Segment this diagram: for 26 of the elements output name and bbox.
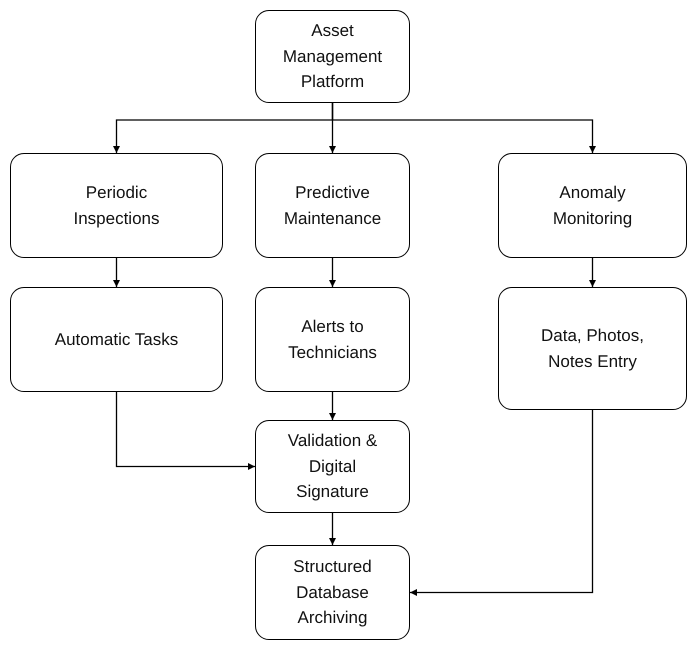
process-box	[255, 287, 410, 392]
process-box	[10, 287, 223, 392]
process-box	[255, 153, 410, 258]
process-box	[10, 153, 223, 258]
process-box	[498, 153, 687, 258]
arrow	[329, 258, 336, 287]
process-box	[498, 287, 687, 410]
box-label: Validation & Digital Signature	[286, 430, 378, 504]
arrow	[589, 258, 596, 287]
arrow	[332, 103, 596, 153]
box-label: Structured Database Archiving	[292, 556, 373, 630]
arrow	[113, 258, 120, 287]
arrow	[329, 513, 336, 545]
arrow	[329, 392, 336, 420]
process-box	[255, 545, 410, 640]
box-label: Asset Management Platform	[282, 20, 382, 94]
process-box	[255, 420, 410, 513]
box-label: Automatic Tasks	[54, 328, 178, 351]
box-label: Predictive Maintenance	[284, 182, 382, 230]
arrow	[116, 392, 255, 470]
box-label: Alerts to Technicians	[287, 316, 378, 364]
box-label: Data, Photos, Notes Entry	[540, 325, 645, 372]
arrow	[410, 410, 594, 596]
box-label: Anomaly Monitoring	[552, 182, 634, 230]
process-box	[255, 10, 410, 103]
box-label: Periodic Inspections	[72, 182, 160, 230]
